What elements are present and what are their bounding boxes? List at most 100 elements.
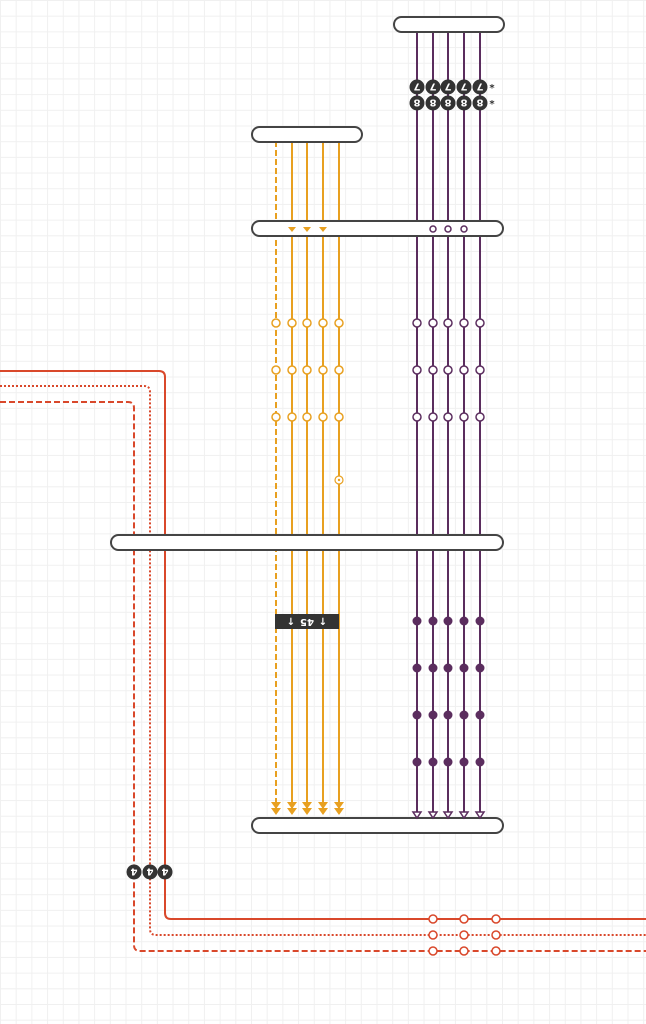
purple-stop — [460, 225, 468, 233]
route-badge-7-label: 7 — [429, 81, 436, 92]
station-platform — [110, 534, 504, 551]
orange-direction-icon — [288, 227, 296, 232]
purple-filled-stop — [475, 663, 485, 673]
route-badge-7 — [425, 79, 441, 95]
orange-stop — [318, 318, 328, 328]
route-note-asterisk: * — [489, 83, 495, 94]
purple-stop — [429, 225, 437, 233]
orange-stop — [318, 365, 328, 375]
red-stop — [459, 930, 469, 940]
arrow-end-icon — [271, 802, 281, 809]
purple-stop — [443, 412, 453, 422]
route-badge-8-label: 8 — [460, 97, 467, 108]
arrow-end-icon — [271, 808, 281, 815]
route-badge-7 — [440, 79, 456, 95]
station-platform — [251, 126, 363, 143]
orange-stop — [271, 365, 281, 375]
purple-stop — [428, 365, 438, 375]
route-badge-7 — [409, 79, 425, 95]
route-badge-7-label: 7 — [476, 81, 483, 92]
arrow-end-icon — [427, 811, 439, 820]
red-stop — [459, 914, 469, 924]
orange-stop — [287, 412, 297, 422]
orange-stop — [302, 412, 312, 422]
purple-filled-stop — [459, 710, 469, 720]
route-badge-8 — [425, 95, 441, 111]
purple-filled-stop — [475, 616, 485, 626]
purple-stop — [475, 318, 485, 328]
purple-filled-stop — [475, 710, 485, 720]
red-stop — [428, 946, 438, 956]
purple-filled-stop — [412, 663, 422, 673]
red-route-line — [0, 401, 646, 952]
red-stop — [428, 930, 438, 940]
purple-stop — [412, 412, 422, 422]
route-badge-8 — [440, 95, 456, 111]
arrow-down-icon: ↓ — [287, 617, 295, 628]
arrow-end-icon — [318, 808, 328, 815]
route-badge-4-label: 4 — [130, 866, 137, 877]
purple-filled-stop — [428, 616, 438, 626]
arrow-end-icon — [411, 811, 423, 820]
route-badge-4 — [157, 864, 173, 880]
route-badge-7 — [472, 79, 488, 95]
arrow-end-icon — [334, 808, 344, 815]
route-badge-8-label: 8 — [429, 97, 436, 108]
purple-stop — [443, 365, 453, 375]
route-badge-8 — [472, 95, 488, 111]
purple-stop — [428, 318, 438, 328]
red-stop — [491, 914, 501, 924]
orange-route-number: 45 — [300, 616, 314, 627]
purple-filled-stop — [443, 616, 453, 626]
red-stop — [491, 930, 501, 940]
orange-stop — [334, 318, 344, 328]
purple-filled-stop — [459, 757, 469, 767]
route-badge-8-label: 8 — [413, 97, 420, 108]
purple-stop — [459, 412, 469, 422]
purple-stop — [428, 412, 438, 422]
route-badge-4 — [126, 864, 142, 880]
orange-stop — [334, 412, 344, 422]
arrow-end-icon — [334, 802, 344, 809]
arrow-end-icon — [302, 808, 312, 815]
orange-stop-dot — [337, 478, 341, 482]
arrow-end-icon — [458, 811, 470, 820]
station-platform — [251, 817, 504, 834]
purple-stop — [412, 365, 422, 375]
route-badge-4-label: 4 — [161, 866, 168, 877]
red-stop — [459, 946, 469, 956]
purple-filled-stop — [428, 663, 438, 673]
purple-filled-stop — [412, 757, 422, 767]
route-badge-8-label: 8 — [444, 97, 451, 108]
station-platform — [393, 16, 505, 33]
orange-stop — [302, 365, 312, 375]
purple-stop — [475, 412, 485, 422]
purple-stop — [412, 318, 422, 328]
route-badge-8-label: 8 — [476, 97, 483, 108]
red-route-line — [0, 370, 646, 920]
red-route-line — [0, 385, 646, 936]
route-badge-7-label: 7 — [444, 81, 451, 92]
route-badge-7-label: 7 — [460, 81, 467, 92]
orange-stop — [287, 318, 297, 328]
route-badge-7 — [456, 79, 472, 95]
purple-filled-stop — [412, 616, 422, 626]
route-badge-4 — [142, 864, 158, 880]
purple-stop — [443, 318, 453, 328]
orange-stop — [318, 412, 328, 422]
orange-stop — [271, 318, 281, 328]
station-platform — [251, 220, 504, 237]
purple-filled-stop — [443, 710, 453, 720]
route-badge-8 — [456, 95, 472, 111]
orange-direction-icon — [319, 227, 327, 232]
route-badge-4-label: 4 — [146, 866, 153, 877]
arrow-end-icon — [474, 811, 486, 820]
purple-filled-stop — [428, 757, 438, 767]
orange-stop — [287, 365, 297, 375]
purple-filled-stop — [443, 663, 453, 673]
purple-filled-stop — [459, 616, 469, 626]
purple-stop — [444, 225, 452, 233]
arrow-end-icon — [287, 808, 297, 815]
orange-stop — [302, 318, 312, 328]
arrow-end-icon — [302, 802, 312, 809]
